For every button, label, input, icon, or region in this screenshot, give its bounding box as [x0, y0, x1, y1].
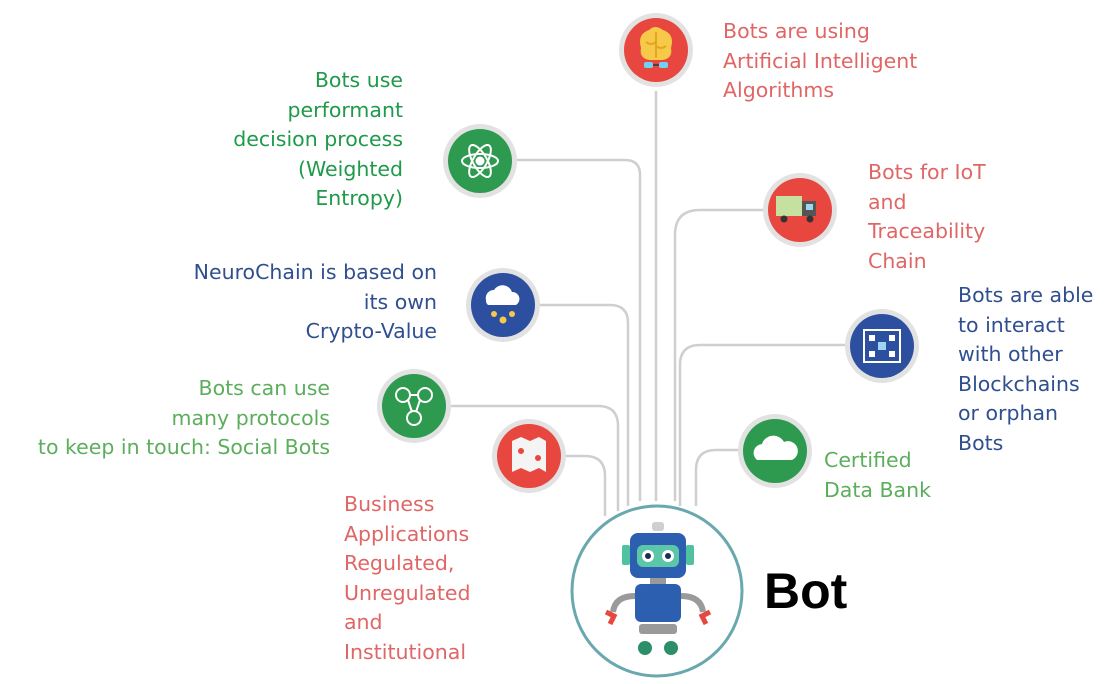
node-business — [492, 419, 566, 493]
node-ai — [619, 13, 693, 87]
label-databank: Certified Data Bank — [824, 448, 931, 502]
label-social: Bots can use many protocols to keep in t… — [37, 376, 330, 459]
bot-title: Bot — [764, 563, 848, 619]
label-business: Business Applications Regulated, Unregul… — [344, 492, 471, 664]
cloud-icon — [753, 435, 798, 460]
node-interop — [845, 309, 919, 383]
connector-social — [450, 404, 620, 512]
people-network-icon — [395, 387, 433, 426]
connector-business — [564, 454, 607, 517]
label-iot: Bots for IoT and Traceability Chain — [868, 160, 986, 273]
node-crypto — [466, 268, 540, 342]
connectors — [450, 90, 852, 517]
node-iot — [763, 173, 837, 247]
connector-decision — [511, 158, 642, 502]
robot-icon — [604, 522, 712, 655]
connector-crypto — [536, 303, 630, 507]
cloud-coins-icon — [485, 285, 520, 324]
label-decision: Bots use performant decision process (We… — [233, 68, 403, 210]
atom-icon — [461, 144, 499, 178]
node-databank — [738, 414, 812, 488]
label-ai: Bots are using Artificial Intelligent Al… — [723, 19, 918, 102]
map-pins-icon — [512, 437, 546, 472]
center-bot — [570, 504, 744, 678]
connector-iot — [673, 208, 766, 502]
connector-interop — [678, 343, 852, 507]
node-social — [377, 369, 451, 443]
network-icon — [863, 329, 901, 363]
label-interop: Bots are able to interact with other Blo… — [958, 283, 1094, 455]
connector-databank — [694, 448, 741, 507]
label-crypto: NeuroChain is based on its own Crypto-Va… — [193, 260, 437, 343]
node-decision — [443, 124, 517, 198]
brain-icon — [640, 27, 672, 68]
truck-icon — [776, 196, 816, 223]
